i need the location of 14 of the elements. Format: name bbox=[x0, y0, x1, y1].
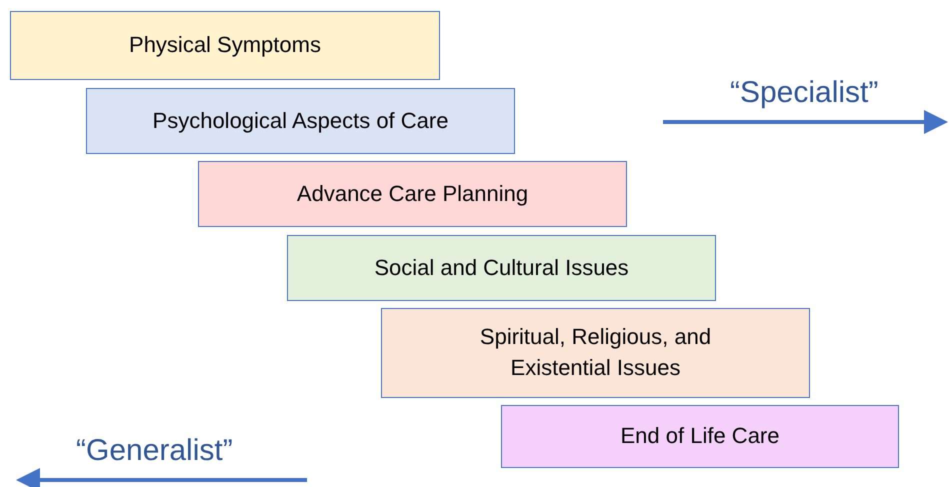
topic-label: Physical Symptoms bbox=[129, 31, 321, 60]
topic-box bbox=[86, 88, 515, 154]
topic-box bbox=[381, 308, 810, 398]
topic-box bbox=[501, 405, 899, 468]
topic-label: Psychological Aspects of Care bbox=[152, 106, 448, 135]
topic-label: Spiritual, Religious, and Existential Issues bbox=[478, 323, 712, 382]
scale-label: “Specialist” bbox=[730, 76, 878, 110]
topic-label: Advance Care Planning bbox=[296, 180, 528, 208]
topic-label: End of Life Care bbox=[620, 422, 780, 450]
scale-label: “Generalist” bbox=[76, 434, 233, 468]
topic-box bbox=[198, 161, 627, 227]
topic-label: Social and Cultural Issues bbox=[374, 254, 629, 282]
topic-box bbox=[10, 11, 440, 80]
topic-box bbox=[287, 235, 716, 301]
